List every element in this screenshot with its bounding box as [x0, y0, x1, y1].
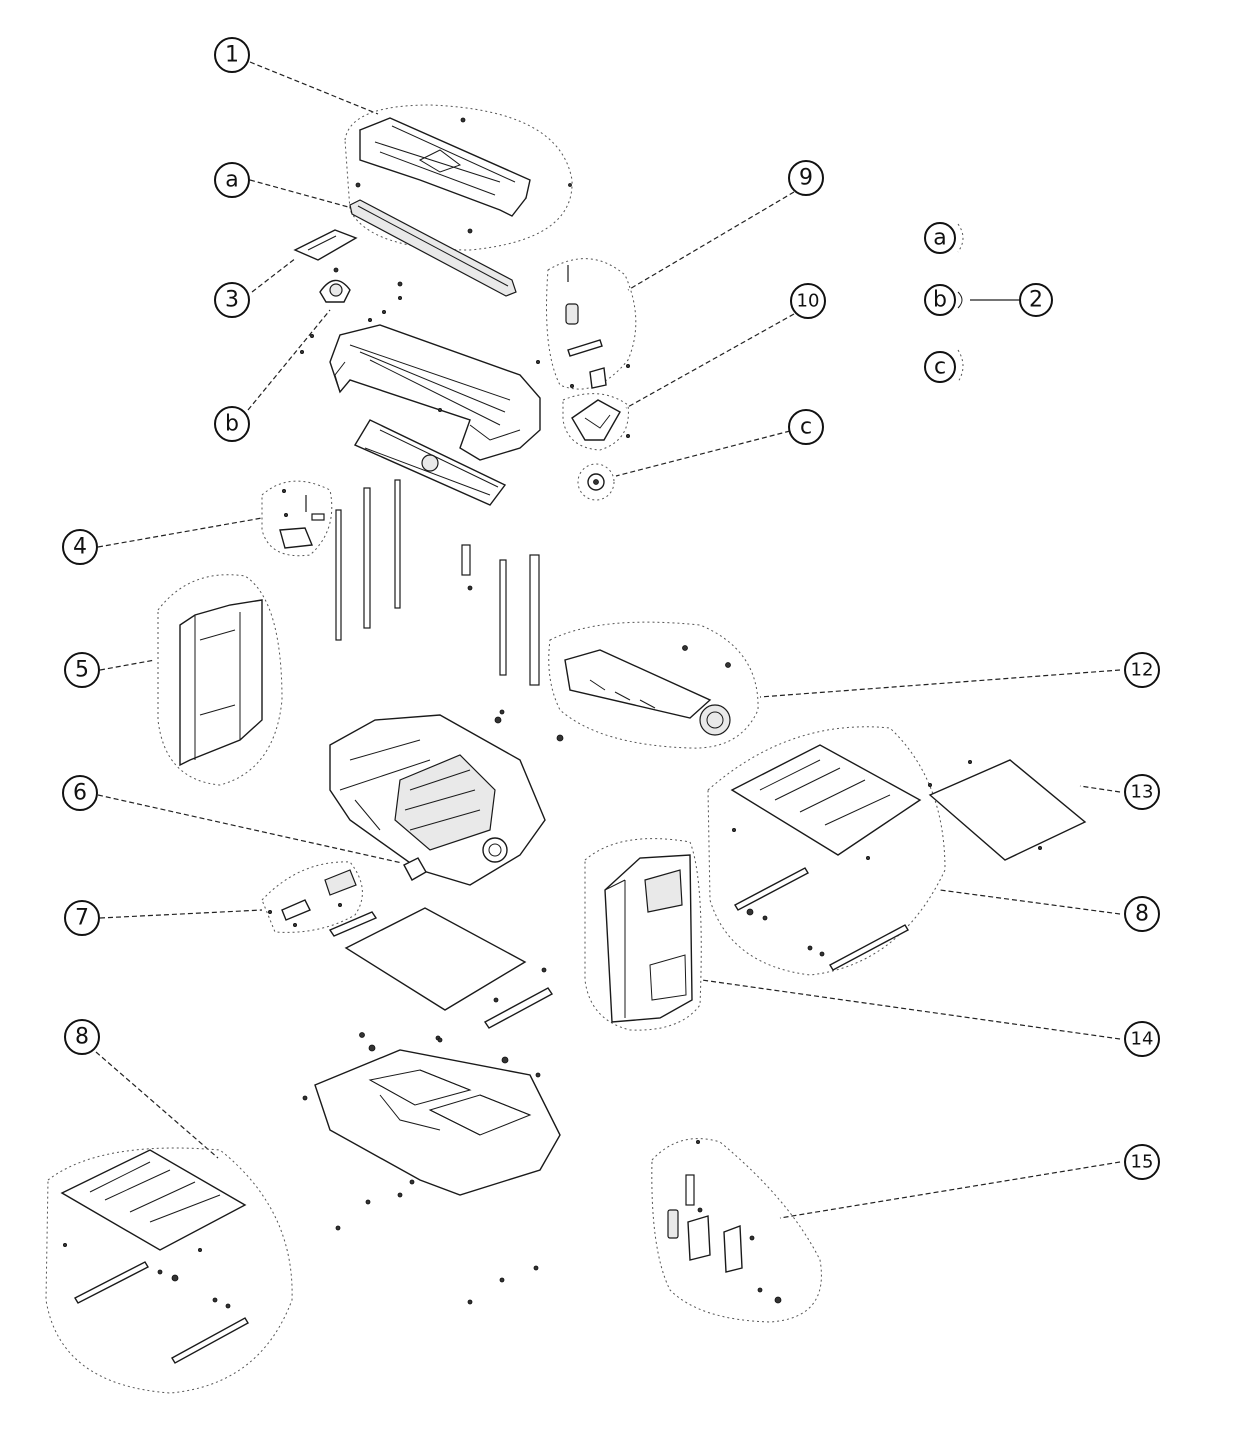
- cutter-plate-part: [353, 419, 507, 506]
- callout-9: 9: [788, 160, 824, 196]
- motor-carriage-part: [329, 714, 564, 886]
- svg-text:15: 15: [1131, 1152, 1154, 1173]
- callout-12: 12: [1124, 652, 1160, 688]
- callout-5: 5: [64, 652, 100, 688]
- top-cover-part: [355, 117, 572, 234]
- callout-15: 15: [1124, 1144, 1160, 1180]
- small-plate-part: [293, 229, 358, 261]
- svg-text:7: 7: [75, 906, 89, 931]
- knob-part: [587, 473, 605, 491]
- outfeed-table-right-part: [730, 744, 922, 971]
- group-9-parts: [565, 265, 631, 389]
- legend-c: c: [924, 351, 956, 383]
- callout-8-left: 8: [64, 1019, 100, 1055]
- callout-14: 14: [1124, 1021, 1160, 1057]
- group-15-parts: [667, 1140, 782, 1304]
- svg-text:a: a: [933, 226, 946, 251]
- callout-10: 10: [790, 283, 826, 319]
- svg-text:12: 12: [1131, 660, 1154, 681]
- column-rods: [335, 479, 540, 715]
- group-7-parts: [267, 869, 357, 928]
- svg-text:3: 3: [225, 288, 239, 313]
- svg-text:6: 6: [73, 781, 87, 806]
- callout-b: b: [214, 406, 250, 442]
- svg-text:4: 4: [73, 535, 87, 560]
- svg-text:b: b: [225, 412, 239, 437]
- svg-text:8: 8: [1135, 902, 1149, 927]
- svg-text:9: 9: [799, 166, 813, 191]
- svg-text:1: 1: [225, 43, 239, 68]
- group-12-parts: [564, 645, 731, 736]
- callout-3: 3: [214, 282, 250, 318]
- callout-4: 4: [62, 529, 98, 565]
- svg-text:a: a: [225, 168, 238, 193]
- upper-housing-part: [329, 281, 541, 461]
- callout-8-right: 8: [1124, 896, 1160, 932]
- callout-1: 1: [214, 37, 250, 73]
- legend-b: b: [924, 284, 956, 316]
- callout-6: 6: [62, 775, 98, 811]
- table-plate-part: [328, 907, 554, 1041]
- svg-text:14: 14: [1131, 1029, 1154, 1050]
- drive-belt-part: [349, 199, 517, 297]
- callout-7: 7: [64, 900, 100, 936]
- svg-text:2: 2: [1029, 288, 1043, 313]
- table-extension-part: [928, 759, 1087, 861]
- callout-13: 13: [1124, 774, 1160, 810]
- group-10-parts: [571, 399, 631, 441]
- svg-text:c: c: [934, 355, 946, 380]
- callout-a: a: [214, 162, 250, 198]
- side-panel-part: [179, 599, 263, 767]
- outfeed-table-left-part: [60, 1149, 249, 1364]
- svg-text:10: 10: [797, 291, 820, 312]
- svg-text:b: b: [933, 288, 947, 313]
- clamp-part: [403, 857, 427, 881]
- callout-c: c: [788, 409, 824, 445]
- legend-group-2: 2: [1019, 283, 1053, 317]
- base-frame-part: [302, 1032, 561, 1305]
- gear-pulley-part: [299, 267, 351, 354]
- svg-text:13: 13: [1131, 782, 1154, 803]
- legend-a: a: [924, 222, 956, 254]
- svg-text:8: 8: [75, 1025, 89, 1050]
- svg-text:5: 5: [75, 658, 89, 683]
- group-4-parts: [279, 488, 325, 549]
- svg-text:c: c: [800, 415, 812, 440]
- side-cover-part: [604, 854, 693, 1023]
- leader-lines: [95, 61, 1121, 1219]
